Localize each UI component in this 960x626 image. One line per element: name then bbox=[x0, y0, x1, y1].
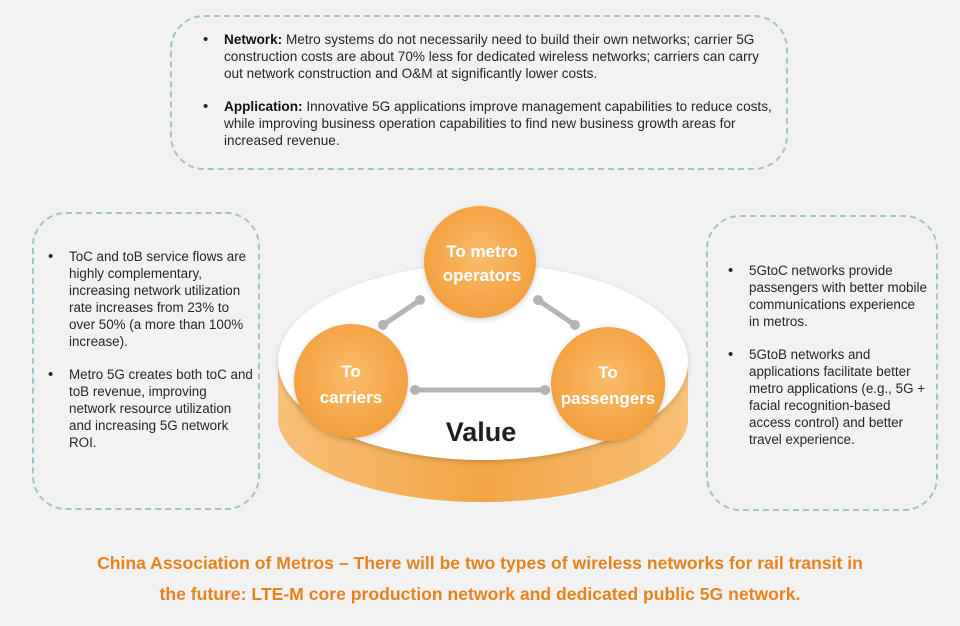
circle-label-line2: operators bbox=[443, 266, 521, 285]
top-bullet-list: Network: Metro systems do not necessaril… bbox=[203, 31, 775, 149]
circle-to-passengers: To passengers bbox=[551, 327, 665, 441]
connector-carriers-passengers bbox=[410, 385, 550, 395]
bullet-item: 5GtoC networks provide passengers with b… bbox=[728, 262, 928, 330]
bullet-text: Metro systems do not necessarily need to… bbox=[224, 32, 759, 81]
value-label: Value bbox=[446, 417, 517, 447]
circle-label-line1: To bbox=[598, 363, 618, 382]
bullet-lead: Application: bbox=[224, 99, 303, 114]
circle-label-line1: To bbox=[341, 362, 361, 381]
bullet-application: Application: Innovative 5G applications … bbox=[203, 98, 775, 149]
left-info-box bbox=[32, 212, 260, 510]
caption-line-2: the future: LTE-M core production networ… bbox=[159, 584, 801, 604]
circle-to-metro-operators: To metro operators bbox=[424, 206, 536, 318]
left-bullet-list: ToC and toB service flows are highly com… bbox=[48, 248, 254, 451]
right-info-box bbox=[706, 215, 938, 511]
caption: China Association of Metros – There will… bbox=[0, 548, 960, 610]
caption-line-1: China Association of Metros – There will… bbox=[97, 553, 863, 573]
circle-label-line1: To metro bbox=[446, 242, 517, 261]
bullet-lead: Network: bbox=[224, 32, 283, 47]
bullet-item: Metro 5G creates both toC and toB revenu… bbox=[48, 366, 254, 451]
bullet-text: Innovative 5G applications improve manag… bbox=[224, 99, 772, 148]
right-bullet-list: 5GtoC networks provide passengers with b… bbox=[728, 262, 928, 448]
connector-operators-passengers bbox=[533, 295, 580, 330]
top-info-box bbox=[170, 15, 788, 170]
circle-to-carriers: To carriers bbox=[294, 324, 408, 438]
connector-operators-carriers bbox=[378, 295, 425, 330]
bullet-network: Network: Metro systems do not necessaril… bbox=[203, 31, 775, 82]
circle-label-line2: carriers bbox=[320, 388, 382, 407]
circle-label-line2: passengers bbox=[561, 389, 656, 408]
bullet-item: ToC and toB service flows are highly com… bbox=[48, 248, 254, 350]
bullet-item: 5GtoB networks and applications facilita… bbox=[728, 346, 928, 448]
